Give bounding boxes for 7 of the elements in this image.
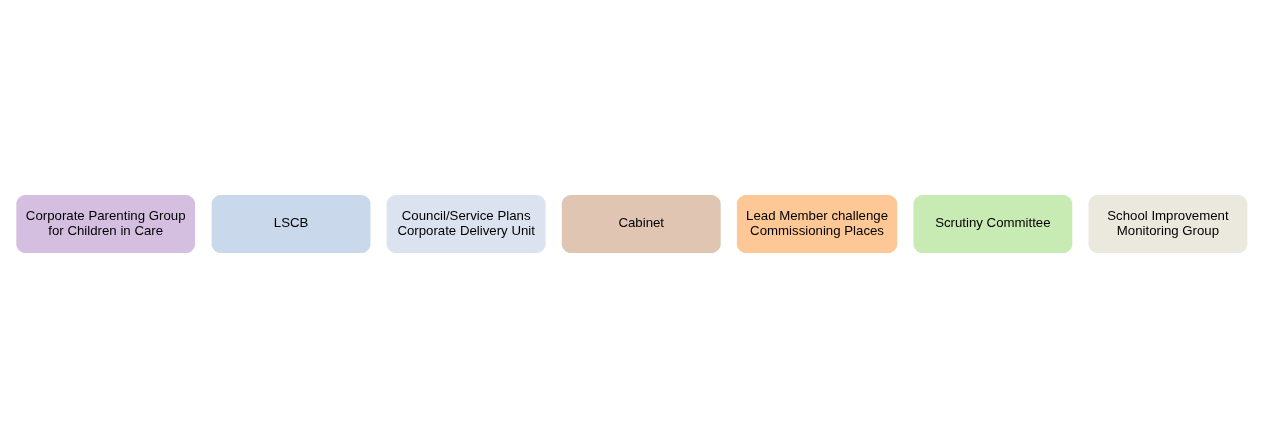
node-box: Lead Member challenge Commissioning Places <box>736 194 898 254</box>
node-box: School Improvement Monitoring Group <box>1088 194 1248 254</box>
node-box: LSCB <box>211 194 371 254</box>
node-box: Council/Service Plans Corporate Delivery Unit <box>386 194 546 254</box>
node-box: Scrutiny Committee <box>913 194 1073 254</box>
node-box: Cabinet <box>561 194 721 254</box>
node-box: Corporate Parenting Group for Children in Care <box>16 194 196 254</box>
